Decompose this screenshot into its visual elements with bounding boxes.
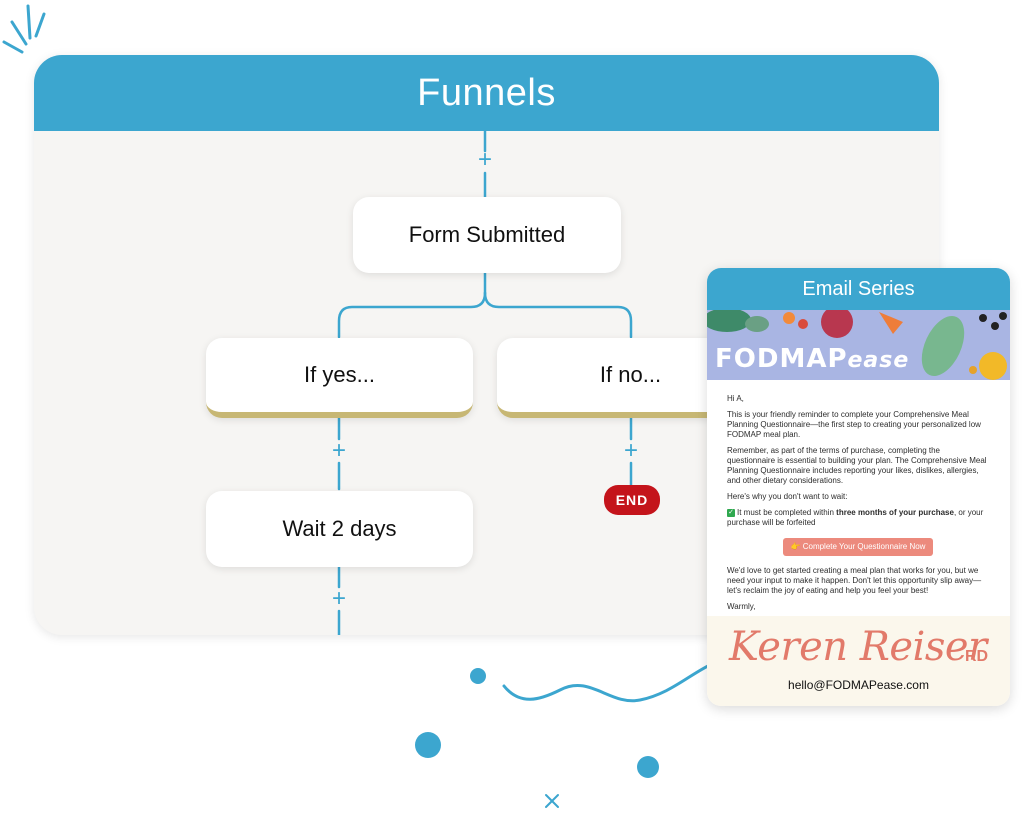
email-paragraph: Remember, as part of the terms of purcha… [727,446,987,485]
vegetables-illustration [707,310,1007,380]
add-step-button[interactable]: + [477,146,492,173]
email-closing: Warmly, [727,602,756,611]
fodmap-banner: FODMAPease [707,310,1010,380]
wait-label: Wait 2 days [282,516,397,541]
wait-node[interactable]: Wait 2 days [206,491,473,567]
end-label: END [615,492,649,508]
signature-area: Keren Reiser RD hello@FODMAPease.com [707,616,1010,706]
panel-title: Funnels [34,55,939,131]
email-series-card: Email Series FODMAPease Hi A, This is yo… [707,268,1010,706]
signature-credential: RD [965,648,989,665]
add-step-button[interactable]: + [331,437,346,464]
funnel-connectors [337,129,633,635]
email-paragraph: This is your friendly reminder to comple… [727,410,981,439]
email-paragraph: We'd love to get started creating a meal… [727,566,982,595]
checkmark-icon: ✓ [727,508,735,517]
add-step-button[interactable]: + [331,585,346,612]
email-body: Hi A, This is your friendly reminder to … [727,394,989,618]
add-step-button[interactable]: + [623,437,638,464]
end-badge: END [604,485,660,515]
if-yes-node[interactable]: If yes... [206,338,473,418]
email-series-header: Email Series [707,268,1010,310]
contact-email[interactable]: hello@FODMAPease.com [788,678,929,692]
complete-questionnaire-button[interactable]: 👉 Complete Your Questionnaire Now [783,538,933,556]
decorative-wave [470,662,714,808]
form-submitted-node[interactable]: Form Submitted [353,197,621,273]
signature: Keren Reiser [729,624,987,670]
if-no-label: If no... [599,362,662,387]
if-yes-label: If yes... [304,362,375,387]
email-paragraph: Here's why you don't want to wait: [727,492,848,501]
fodmapease-logo: FODMAPease [715,344,910,374]
form-submitted-label: Form Submitted [408,222,566,247]
email-greeting: Hi A, [727,394,744,403]
email-bullet: ✓It must be completed within three month… [727,508,984,527]
decorative-dot [415,732,441,758]
sparkle-lines-icon [2,4,46,54]
